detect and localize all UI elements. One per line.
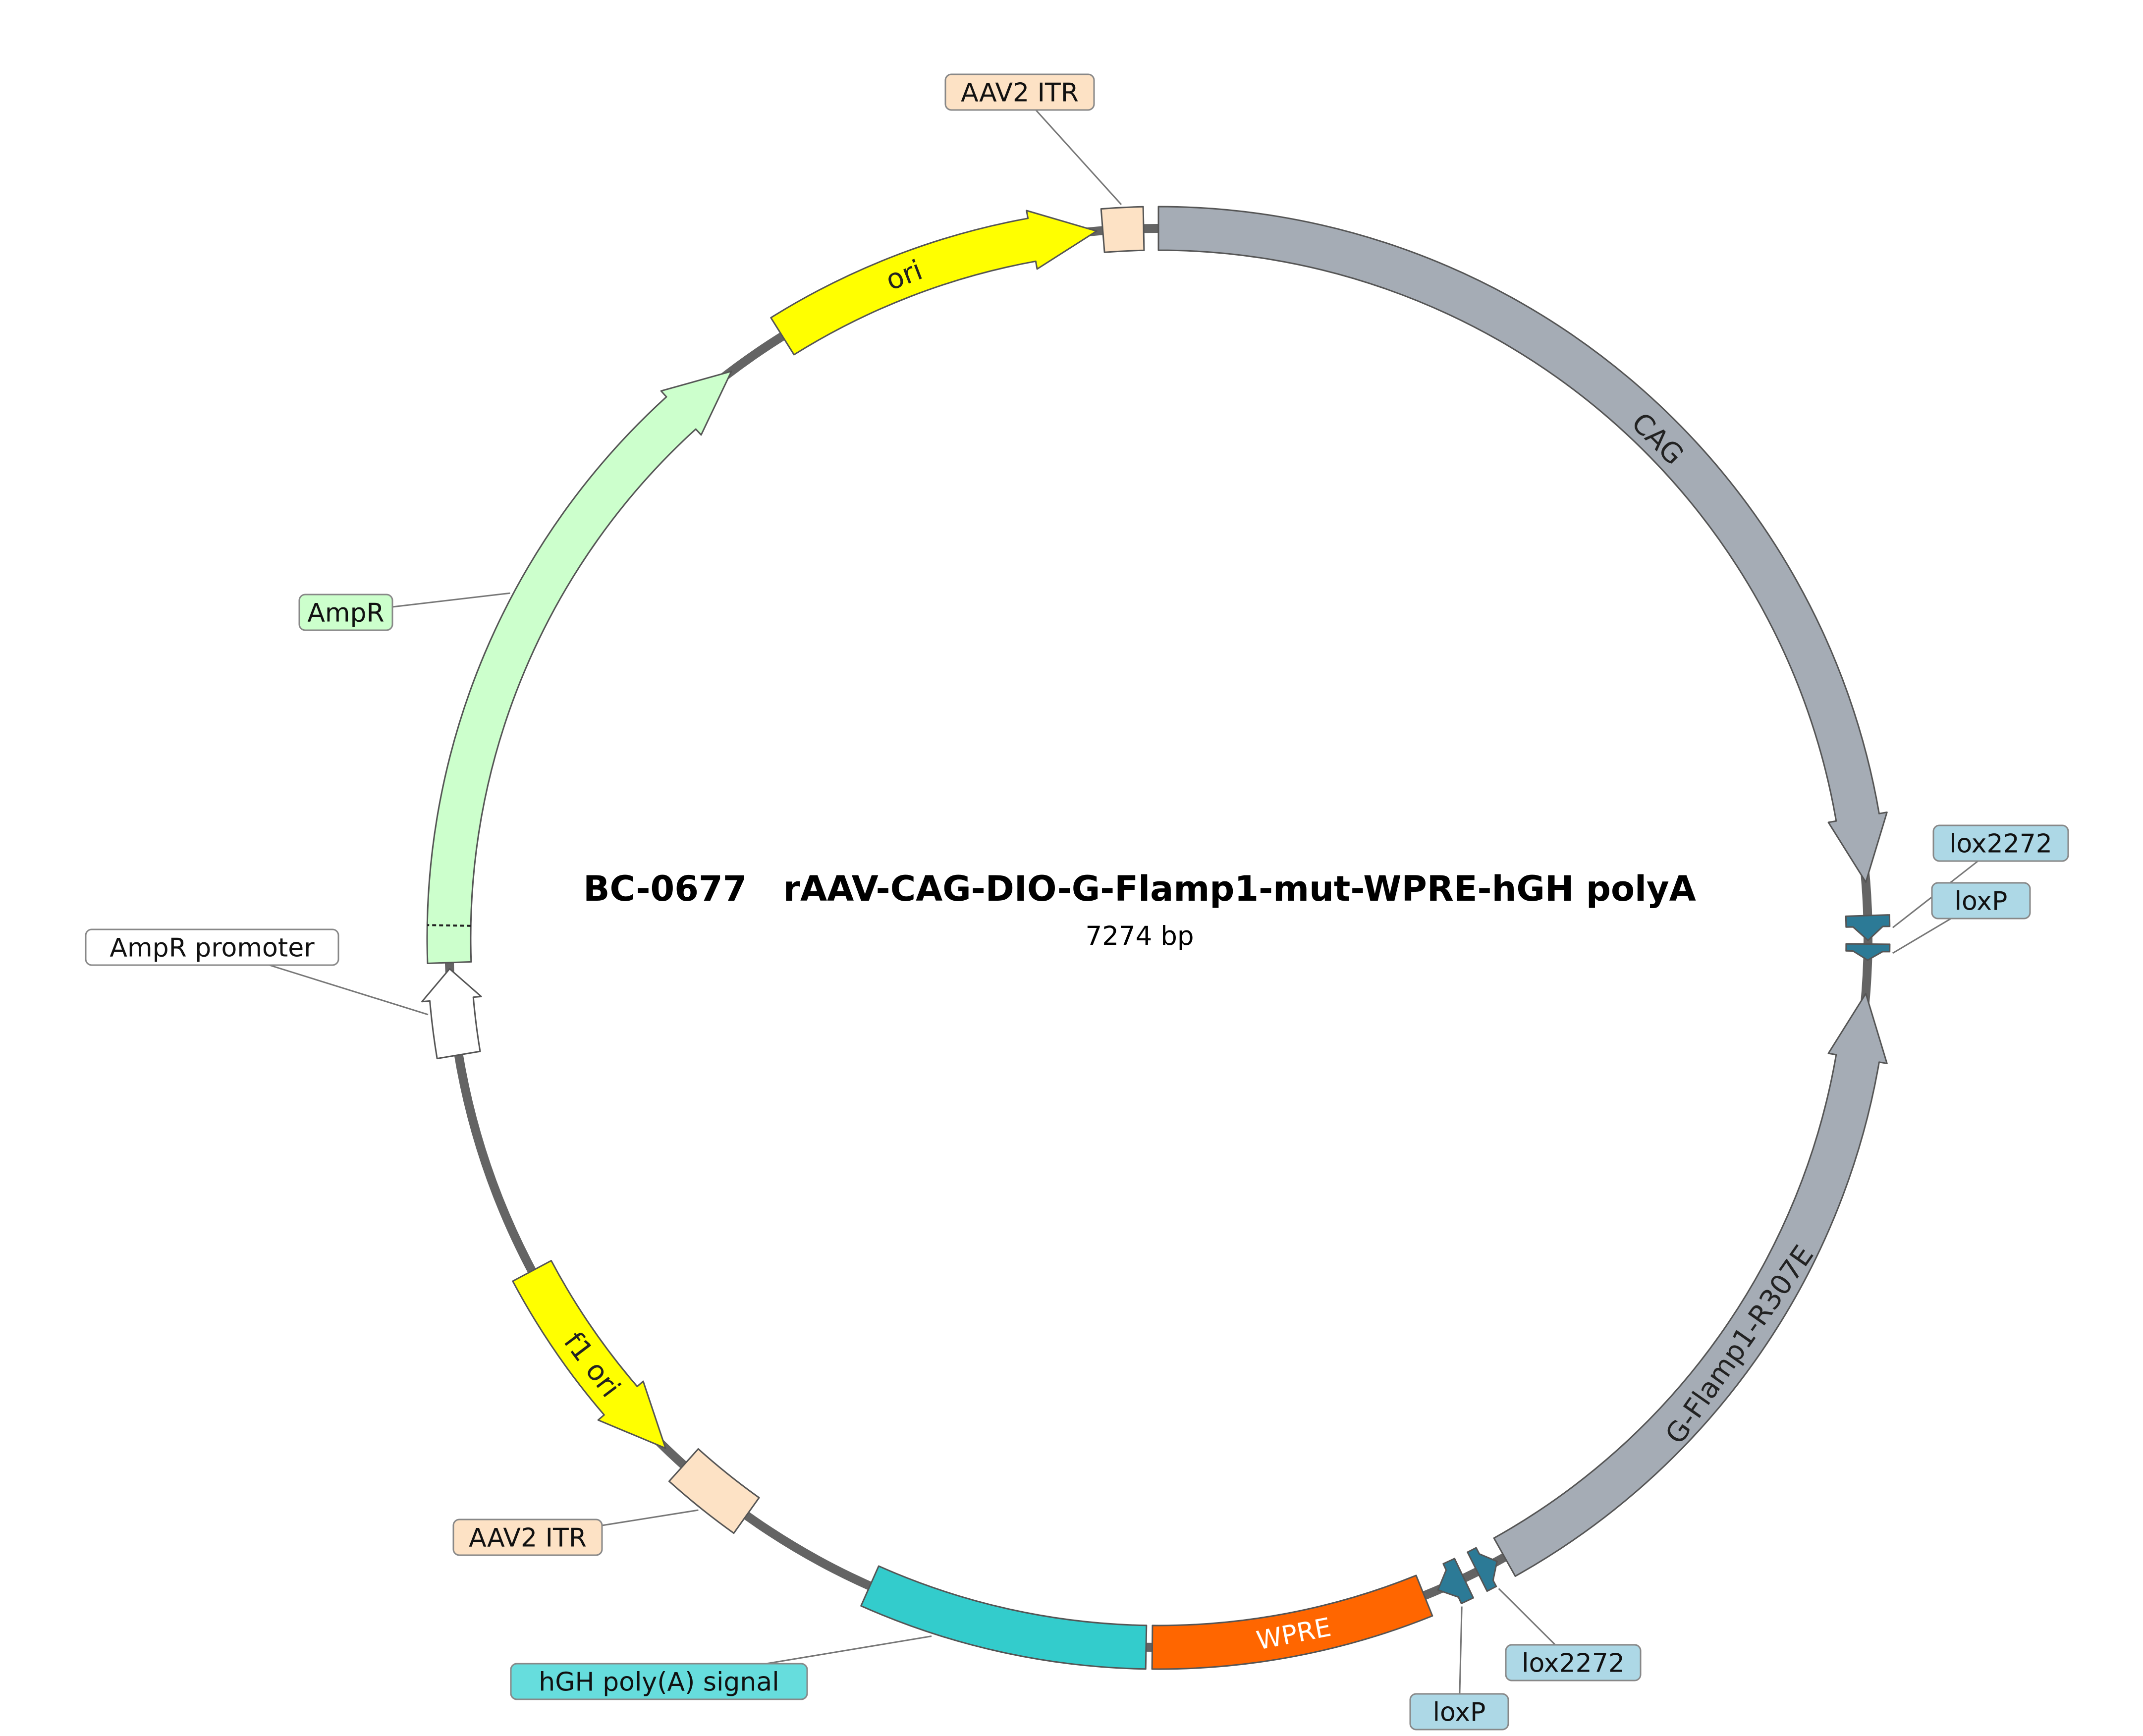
label-lox2272-bottom: lox2272 xyxy=(1522,1649,1625,1679)
label-hgh-polya: hGH poly(A) signal xyxy=(539,1668,779,1697)
feature-aav2-itr-top[interactable] xyxy=(1100,206,1145,253)
label-box-aav2-itr-bottom xyxy=(452,1519,603,1556)
label-loxp-bottom: loxP xyxy=(1433,1698,1486,1728)
label-box-loxp-bottom xyxy=(1409,1693,1509,1731)
leader-aav2-itr-bottom xyxy=(602,1509,699,1526)
label-box-hgh-polya xyxy=(510,1663,808,1700)
feature-loxp-bottom[interactable] xyxy=(1437,1558,1474,1604)
label-box-aav2-itr-top xyxy=(944,73,1095,111)
label-lox2272-right: lox2272 xyxy=(1949,829,2052,859)
label-loxp-right: loxP xyxy=(1955,887,2008,917)
leader-ampr-promoter xyxy=(269,964,429,1016)
feature-cag[interactable] xyxy=(1157,206,1888,883)
leader-layer xyxy=(269,109,1978,1694)
label-box-lox2272-right xyxy=(1932,824,2069,862)
feature-f1-ori[interactable] xyxy=(512,1260,666,1449)
feature-hgh-polya[interactable] xyxy=(860,1565,1148,1670)
feature-layer xyxy=(421,206,1891,1670)
label-aav2-itr-top: AAV2 ITR xyxy=(961,78,1079,108)
feature-ampr-promoter[interactable] xyxy=(421,968,482,1060)
leader-loxp-right xyxy=(1892,918,1952,954)
leader-aav2-itr-top xyxy=(1035,109,1122,205)
leader-hgh-polya xyxy=(766,1635,932,1665)
label-ampr-promoter: AmpR promoter xyxy=(110,933,315,963)
label-box-ampr-promoter xyxy=(85,928,339,966)
feature-ori[interactable] xyxy=(770,210,1098,356)
leader-loxp-bottom xyxy=(1459,1606,1463,1694)
feature-ampr[interactable] xyxy=(426,370,732,964)
ampr-dotted-divider xyxy=(427,924,471,927)
feature-wpre[interactable] xyxy=(1151,1574,1433,1670)
feature-loxp-right[interactable] xyxy=(1845,943,1891,961)
feature-aav2-itr-bottom[interactable] xyxy=(668,1448,760,1534)
label-box-lox2272-bottom xyxy=(1505,1644,1642,1682)
feature-lox2272-bottom[interactable] xyxy=(1467,1547,1498,1592)
label-g-flamp1: G-Flamp1-R307E xyxy=(1659,1240,1820,1450)
label-box-loxp-right xyxy=(1931,882,2031,920)
feature-g-flamp1[interactable] xyxy=(1493,992,1888,1577)
plasmid-title: BC-0677 rAAV-CAG-DIO-G-Flamp1-mut-WPRE-h… xyxy=(583,868,1696,909)
label-ampr: AmpR xyxy=(307,598,384,628)
label-aav2-itr-bottom: AAV2 ITR xyxy=(469,1523,587,1553)
leader-lox2272-bottom xyxy=(1498,1588,1556,1646)
plasmid-size: 7274 bp xyxy=(1085,921,1194,951)
leader-ampr xyxy=(392,592,510,608)
feature-lox2272-right[interactable] xyxy=(1845,914,1891,941)
label-box-ampr xyxy=(298,594,393,631)
